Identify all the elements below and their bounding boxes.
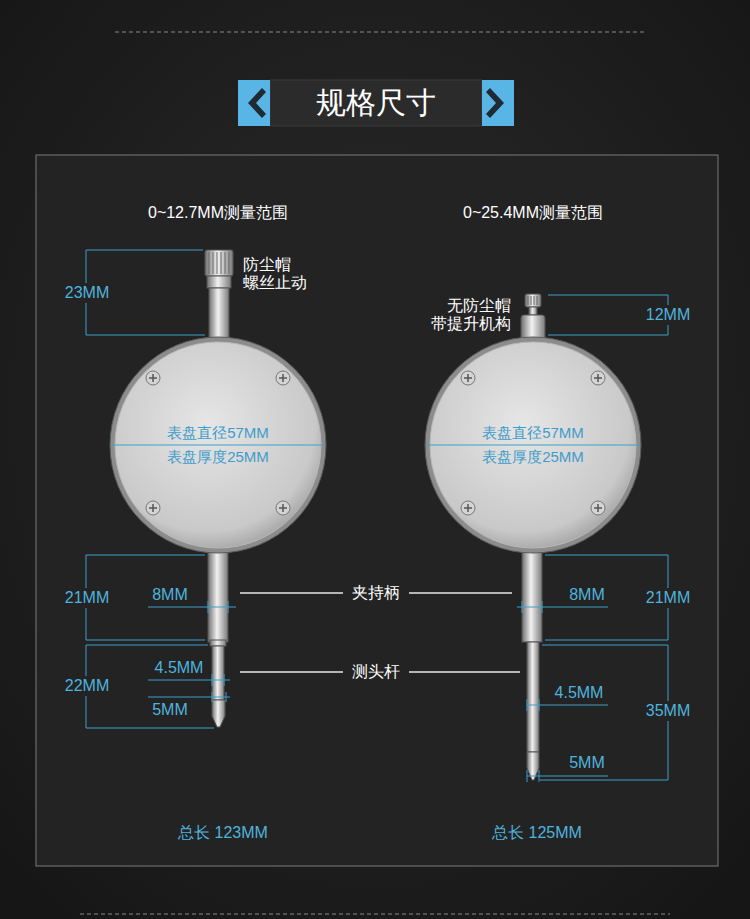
screw-slot — [149, 504, 157, 512]
part-note: 防尘帽 螺丝止动 — [243, 256, 315, 292]
dimension-tick — [527, 770, 608, 782]
dimension-value: 21MM — [643, 588, 693, 608]
range-heading: 0~25.4MM测量范围 — [463, 204, 603, 222]
screw — [591, 371, 605, 385]
dial-face: 表盘直径57MM 表盘厚度25MM — [108, 335, 328, 555]
dimension-value: 8MM — [152, 586, 188, 604]
dimension-value: 5MM — [152, 701, 188, 719]
dimension-value: 22MM — [62, 676, 112, 696]
chevron-left — [248, 88, 266, 118]
dimension-value: 4.5MM — [555, 684, 604, 702]
diameter-line — [111, 445, 325, 446]
leader-line — [409, 671, 520, 673]
screw — [276, 501, 290, 515]
dust-cap — [205, 250, 233, 276]
upper-stem — [209, 288, 229, 340]
dimension-value: 4.5MM — [155, 659, 204, 677]
dial-spec: 表盘直径57MM — [482, 424, 584, 442]
screw — [146, 371, 160, 385]
screw — [461, 501, 475, 515]
divider-dashed — [80, 914, 670, 915]
banner-end — [238, 80, 270, 126]
leader-line — [240, 671, 343, 673]
knurling — [209, 252, 229, 274]
clamp-stem — [522, 550, 542, 642]
screw-slot — [464, 504, 472, 512]
screw-head — [276, 371, 290, 385]
screw-slot — [279, 374, 287, 382]
dimension-value: 5MM — [569, 754, 605, 772]
spindle — [212, 646, 224, 700]
screw-head — [276, 501, 290, 515]
screw-head — [146, 501, 160, 515]
screw-head — [461, 371, 475, 385]
dial-outline — [108, 335, 328, 555]
clamp-stem — [208, 550, 228, 642]
screw — [461, 371, 475, 385]
dial-spec: 表盘直径57MM — [167, 424, 269, 442]
screw — [276, 371, 290, 385]
screw-slot — [594, 504, 602, 512]
screw-head — [146, 371, 160, 385]
cap-collar — [207, 276, 231, 288]
diameter-line — [426, 445, 640, 446]
part-name: 测头杆 — [352, 663, 400, 681]
lift-knob — [525, 294, 541, 307]
part-name: 夹持柄 — [352, 584, 400, 602]
screw — [591, 501, 605, 515]
knob-neck — [529, 307, 537, 315]
screw-slot — [464, 374, 472, 382]
leader-line — [409, 592, 512, 594]
spindle — [527, 642, 539, 752]
screw-head — [461, 501, 475, 515]
screw — [146, 501, 160, 515]
knurling — [528, 296, 537, 305]
total-length: 总长 125MM — [492, 824, 582, 842]
chevron-right — [486, 88, 504, 118]
dimension-value: 21MM — [62, 588, 112, 608]
part-note: 无防尘帽 带提升机构 — [421, 297, 511, 333]
banner-center — [270, 80, 482, 126]
dial-bezel — [110, 337, 326, 553]
dimension-value: 23MM — [62, 283, 112, 303]
dimension-value: 12MM — [643, 305, 693, 325]
screw-slot — [594, 374, 602, 382]
dimension-value: 8MM — [569, 586, 605, 604]
dial-spec: 表盘厚度25MM — [167, 448, 269, 466]
dial-spec: 表盘厚度25MM — [482, 448, 584, 466]
leader-line — [240, 592, 343, 594]
title-banner — [238, 80, 514, 126]
screw-slot — [279, 504, 287, 512]
dial-outline — [423, 335, 643, 555]
total-length: 总长 123MM — [178, 824, 268, 842]
dial-face: 表盘直径57MM 表盘厚度25MM — [423, 335, 643, 555]
contact-tip — [212, 700, 225, 727]
divider-dashed — [115, 32, 645, 33]
panel — [36, 155, 718, 866]
dimension-tick — [148, 692, 230, 702]
range-heading: 0~12.7MM测量范围 — [148, 204, 288, 222]
leader-lines — [240, 593, 520, 672]
screw-slot — [149, 374, 157, 382]
dimension-value: 35MM — [643, 701, 693, 721]
dial-bezel — [425, 337, 641, 553]
title-text: 规格尺寸 — [316, 86, 436, 120]
banner-end — [482, 80, 514, 126]
screw-head — [591, 501, 605, 515]
screw-head — [591, 371, 605, 385]
dimension-lines — [86, 250, 668, 782]
stem-step — [210, 640, 226, 646]
